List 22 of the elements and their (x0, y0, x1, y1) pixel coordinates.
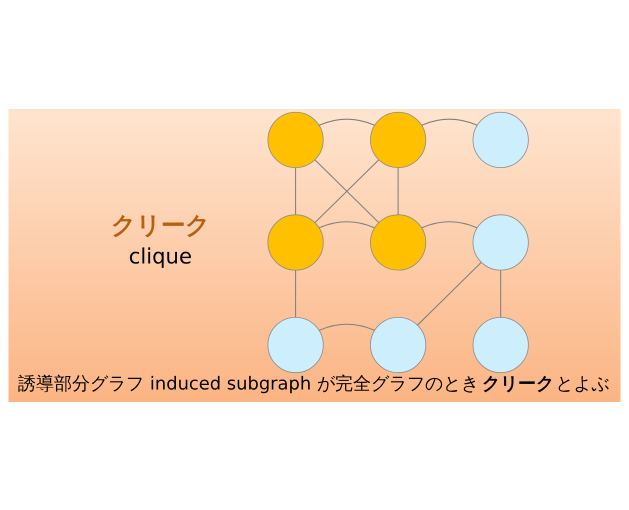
connector (319, 118, 375, 126)
node-circle (268, 316, 324, 373)
connector (422, 220, 478, 228)
connector (295, 167, 296, 214)
label: クリーク (110, 210, 210, 240)
node-circle (370, 316, 426, 373)
node-circle (268, 214, 324, 270)
node-circle (268, 111, 324, 168)
node-circle (370, 214, 426, 270)
connector (319, 323, 375, 330)
label: clique (128, 242, 192, 268)
connector (417, 262, 482, 325)
connector (319, 220, 375, 228)
node-circle (472, 111, 529, 168)
caption: 誘導部分グラフ induced subgraph が完全グラフのときクリークとよぶ (18, 372, 610, 394)
connector (500, 270, 502, 317)
node-circle (370, 111, 426, 168)
connector (295, 270, 296, 317)
connector (422, 118, 478, 126)
node-circle (472, 214, 529, 270)
connector (398, 167, 399, 214)
node-circle (472, 316, 529, 373)
